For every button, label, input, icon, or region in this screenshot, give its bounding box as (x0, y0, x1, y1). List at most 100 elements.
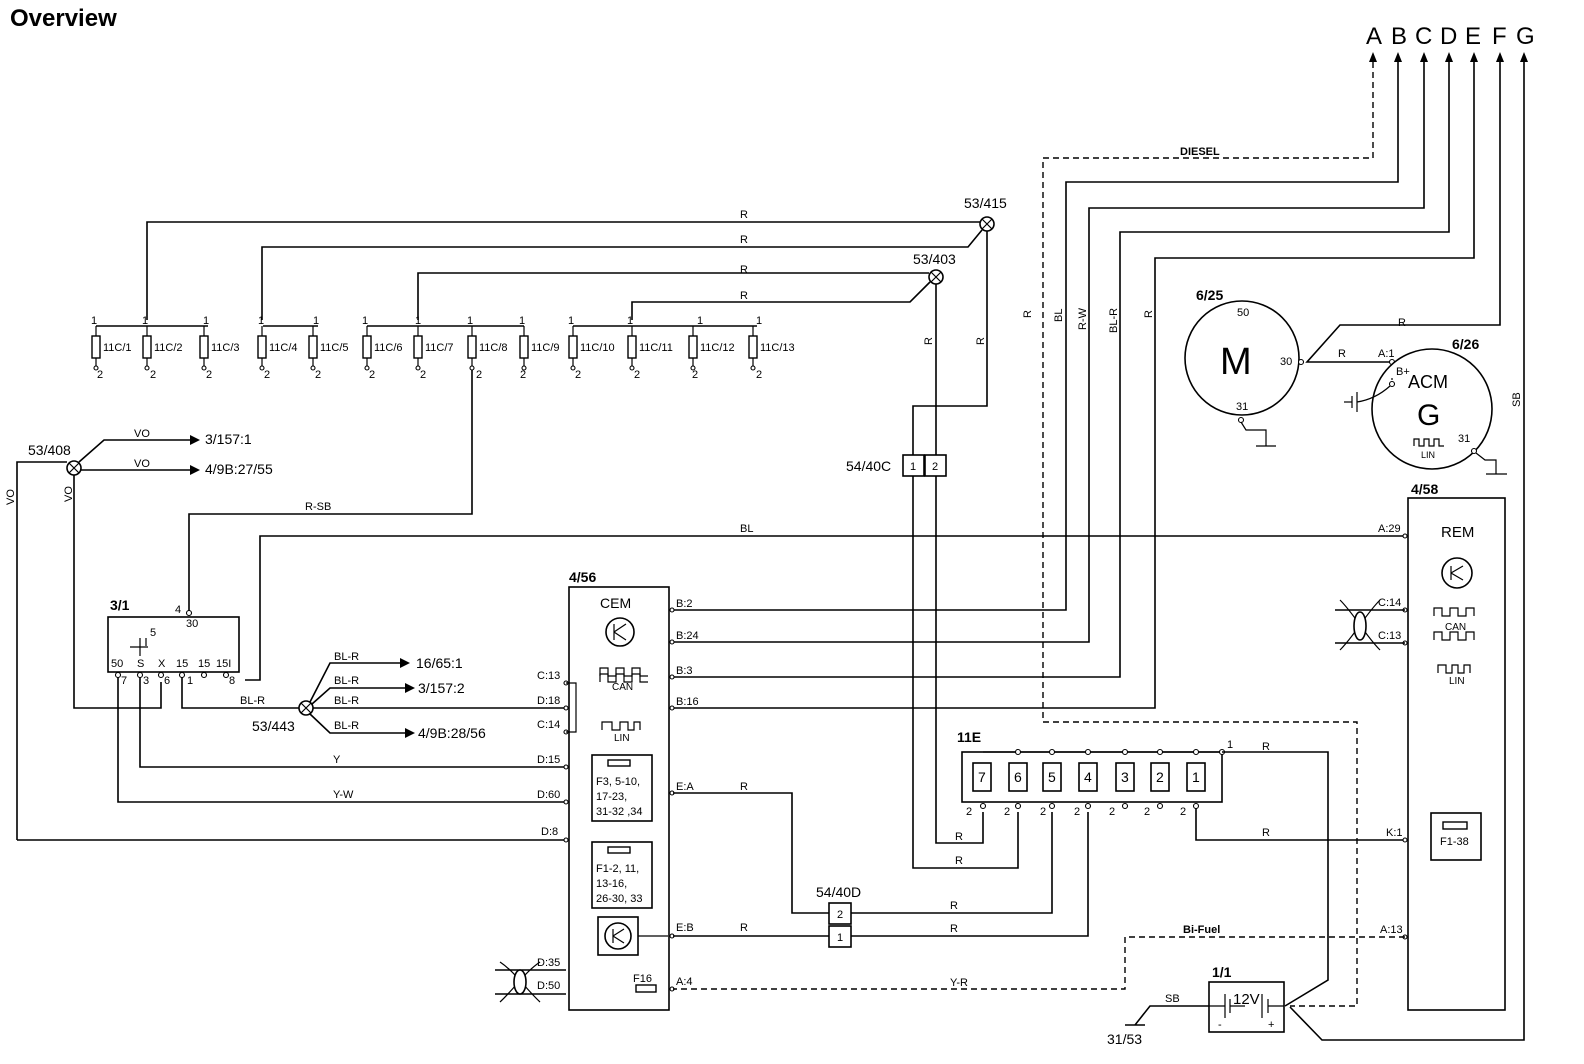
svg-text:1: 1 (467, 315, 473, 327)
svg-text:11C/13: 11C/13 (760, 342, 795, 354)
output-d: D (1440, 23, 1457, 50)
svg-text:15I: 15I (216, 658, 231, 670)
svg-text:A:29: A:29 (1378, 523, 1401, 535)
svg-text:ACM: ACM (1408, 372, 1448, 392)
output-c: C (1415, 23, 1432, 50)
svg-text:D:18: D:18 (537, 695, 560, 707)
coil-11c-3: 1 11C/3 2 (199, 315, 240, 381)
wire-yw (117, 677, 565, 803)
label-r-a: R (1022, 310, 1034, 318)
wire-r-rem-k1 (1195, 808, 1406, 841)
svg-text:6/25: 6/25 (1196, 287, 1223, 303)
svg-text:1: 1 (697, 315, 703, 327)
wire-f-r (1305, 62, 1501, 378)
coil-11c-13: 1 11C/13 2 (748, 315, 795, 381)
wire-sb-ground (1125, 1005, 1209, 1026)
svg-text:E:B: E:B (676, 922, 694, 934)
svg-text:11C/6: 11C/6 (374, 342, 403, 354)
svg-text:D:35: D:35 (537, 957, 560, 969)
svg-text:CAN: CAN (612, 682, 633, 693)
svg-text:8: 8 (229, 675, 235, 687)
wire-r-415-down (912, 231, 1019, 869)
svg-text:1: 1 (1192, 769, 1200, 785)
wire-bifuel-yr (673, 936, 1405, 990)
svg-text:1: 1 (1227, 739, 1233, 751)
svg-text:13-16,: 13-16, (596, 878, 627, 890)
output-letters: A B C D E F G (1366, 23, 1535, 50)
label-sb-ground: SB (1165, 993, 1180, 1005)
svg-text:B+: B+ (1396, 366, 1410, 378)
svg-text:1: 1 (362, 315, 368, 327)
label-yw: Y-W (333, 789, 354, 801)
svg-text:4/56: 4/56 (569, 569, 596, 585)
svg-text:1: 1 (837, 932, 843, 944)
output-f: F (1492, 23, 1507, 50)
svg-text:2: 2 (1180, 806, 1186, 818)
svg-text:30: 30 (1280, 356, 1292, 368)
svg-text:11C/9: 11C/9 (531, 342, 560, 354)
svg-text:11C/1: 11C/1 (103, 342, 132, 354)
svg-text:G: G (1417, 399, 1440, 432)
wire-d-blr (673, 62, 1450, 678)
ref-16-65-1: 16/65:1 (416, 655, 463, 671)
svg-text:1: 1 (415, 315, 421, 327)
svg-text:2: 2 (692, 369, 698, 381)
svg-text:31: 31 (1236, 401, 1248, 413)
label-r-k1: R (1262, 827, 1270, 839)
svg-text:15: 15 (198, 658, 210, 670)
label-vo1: VO (134, 428, 150, 440)
label-blr3: BL-R (334, 695, 359, 707)
svg-text:11C/5: 11C/5 (320, 342, 349, 354)
wire-r-coil4 (261, 229, 983, 320)
svg-text:LIN: LIN (1421, 450, 1435, 460)
svg-text:-: - (1218, 1019, 1222, 1031)
svg-text:11C/11: 11C/11 (639, 342, 673, 354)
svg-text:1: 1 (91, 315, 97, 327)
coil-11c-8: 1 11C/8 2 (467, 315, 508, 381)
cem-left-pins: C:13 D:18 C:14 D:15 D:60 D:8 D:35 D:50 (495, 670, 577, 1003)
svg-text:54/40C: 54/40C (846, 458, 891, 474)
svg-text:2: 2 (932, 461, 938, 473)
label-yr: Y-R (950, 977, 968, 989)
svg-text:1: 1 (187, 675, 193, 687)
svg-text:53/415: 53/415 (964, 195, 1007, 211)
svg-text:A:4: A:4 (676, 976, 693, 988)
svg-text:B:24: B:24 (676, 630, 699, 642)
svg-text:CAN: CAN (1445, 622, 1466, 633)
svg-text:17-23,: 17-23, (596, 791, 627, 803)
label-vo3: VO (5, 489, 17, 505)
ref-4-9b-28-56: 4/9B:28/56 (418, 725, 486, 741)
label-r-ea: R (740, 781, 748, 793)
splice-53-408: 53/408 (28, 442, 82, 476)
svg-text:4: 4 (1084, 769, 1092, 785)
svg-text:11C/7: 11C/7 (425, 342, 454, 354)
label-blr2: BL-R (334, 675, 359, 687)
svg-text:D:15: D:15 (537, 754, 560, 766)
label-diesel: DIESEL (1180, 146, 1220, 158)
label-blr-ign: BL-R (240, 695, 265, 707)
ref-4-9b-27-55: 4/9B:27/55 (205, 461, 273, 477)
coil-11c-6: 1 11C/6 2 (362, 315, 403, 381)
label-bl-rem: BL (740, 523, 753, 535)
battery-1-1: 1/1 12V - + (1208, 964, 1285, 1033)
wire-vo-left (16, 461, 67, 840)
svg-text:B:3: B:3 (676, 665, 693, 677)
svg-text:50: 50 (111, 658, 123, 670)
svg-text:11C/4: 11C/4 (269, 342, 298, 354)
svg-text:2: 2 (1074, 806, 1080, 818)
label-r7: R (955, 831, 963, 843)
output-a: A (1366, 23, 1382, 50)
coil-11c-10: 1 11C/10 2 (568, 315, 615, 381)
label-y: Y (333, 754, 341, 766)
svg-text:2: 2 (420, 369, 426, 381)
wire-blr-ign (181, 677, 300, 709)
svg-text:2: 2 (1004, 806, 1010, 818)
svg-text:1: 1 (910, 461, 916, 473)
output-g: G (1516, 23, 1535, 50)
svg-text:11E: 11E (957, 729, 981, 745)
svg-text:6/26: 6/26 (1452, 336, 1479, 352)
label-r4: R (740, 264, 748, 276)
label-r-motor: R (1338, 348, 1346, 360)
label-r5: R (740, 290, 748, 302)
svg-text:F3, 5-10,: F3, 5-10, (596, 776, 640, 788)
